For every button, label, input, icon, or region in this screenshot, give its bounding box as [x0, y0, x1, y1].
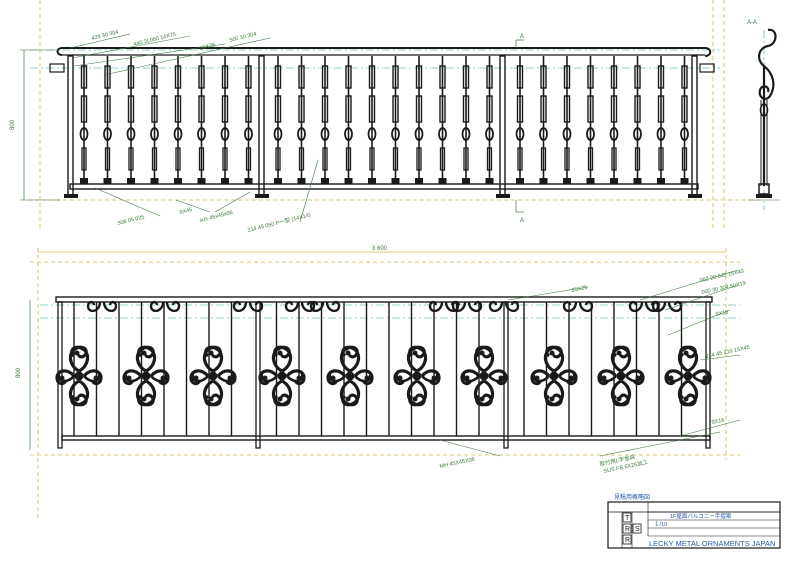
- top-scroll: [232, 300, 264, 313]
- scroll-ornament: [122, 345, 170, 407]
- baluster: [296, 55, 307, 185]
- right-callout-5: 214 45 216 15X45: [705, 345, 750, 360]
- scroll-ornament: [393, 345, 441, 407]
- elevation-top: 800 429 30 304 440 2L050 14X75 25X25 500…: [10, 0, 760, 234]
- section-view: A-A: [747, 20, 780, 210]
- height-dimension-2: 800: [16, 367, 22, 378]
- baluster: [437, 55, 448, 185]
- baluster: [243, 55, 254, 185]
- baluster: [273, 55, 283, 185]
- baluster: [220, 55, 230, 185]
- title-block-header: 見積用概略図: [614, 493, 650, 501]
- baluster: [126, 55, 136, 185]
- baluster: [515, 55, 525, 185]
- baluster: [102, 55, 113, 185]
- company-name: LECKY METAL ORNAMENTS JAPAN: [649, 539, 775, 548]
- total-dimension: 3 600: [372, 246, 388, 252]
- bottom-callout-4: 214 45 050 P一型 (14X14): [247, 210, 312, 233]
- section-label: A-A: [747, 20, 757, 26]
- baluster: [79, 55, 89, 185]
- mark-r1: R: [625, 526, 630, 533]
- bottom-callout-3: sus 45x45x06: [199, 210, 233, 224]
- baluster: [585, 55, 596, 185]
- title-block-row-2: １/10: [654, 521, 667, 528]
- section-marker-bottom: A: [520, 218, 524, 224]
- baluster: [632, 55, 643, 185]
- mark-t: T: [625, 515, 630, 522]
- bottom-callout-2: 9X45: [179, 207, 193, 216]
- top-scroll: [86, 300, 118, 313]
- baluster: [538, 55, 549, 185]
- right-callout-3: 000 30 304 50X19: [701, 281, 746, 296]
- elevation-bottom: 3 600 800 25X25 062 20 043 15X40 000 30 …: [16, 246, 750, 520]
- baluster: [320, 55, 330, 185]
- scroll-ornament: [326, 345, 374, 407]
- baluster: [609, 55, 619, 185]
- bottom-callout-a: MH 45X45X06: [439, 457, 475, 470]
- top-scroll: [309, 300, 341, 313]
- baluster: [196, 55, 207, 185]
- baluster: [414, 55, 424, 185]
- baluster: [173, 55, 183, 185]
- title-block-row-1: 1F屋面バルコニー手摺案: [670, 512, 732, 520]
- callout-3: 25X25: [199, 42, 216, 52]
- baluster: [343, 55, 354, 185]
- bottom-callout-1: 308 05 025: [117, 214, 145, 226]
- right-callout-6: 9X16: [711, 417, 725, 426]
- baluster: [656, 55, 666, 185]
- scroll-ornament: [189, 345, 237, 407]
- title-block: 見積用概略図 T R S R 1F屋面バルコニー手摺案 １/10 LECKY M…: [607, 493, 781, 549]
- scroll-ornament: [664, 345, 712, 407]
- scroll-ornament: [258, 345, 306, 407]
- baluster: [679, 55, 690, 185]
- section-marker-top: A: [520, 34, 524, 40]
- baluster: [562, 55, 572, 185]
- top-scroll: [149, 300, 181, 313]
- baluster: [390, 55, 401, 185]
- baluster: [484, 55, 495, 185]
- baluster: [367, 55, 377, 185]
- right-callout-1: 25X25: [571, 285, 588, 294]
- mark-r2: R: [625, 537, 630, 544]
- scroll-ornament: [55, 345, 103, 407]
- mark-s: S: [635, 526, 640, 533]
- top-scroll: [562, 300, 594, 313]
- right-callout-4: 9X16: [715, 309, 729, 318]
- baluster: [461, 55, 471, 185]
- height-dimension: 800: [10, 119, 16, 130]
- baluster: [149, 55, 160, 185]
- scroll-ornament: [460, 345, 508, 407]
- top-scroll: [284, 300, 316, 313]
